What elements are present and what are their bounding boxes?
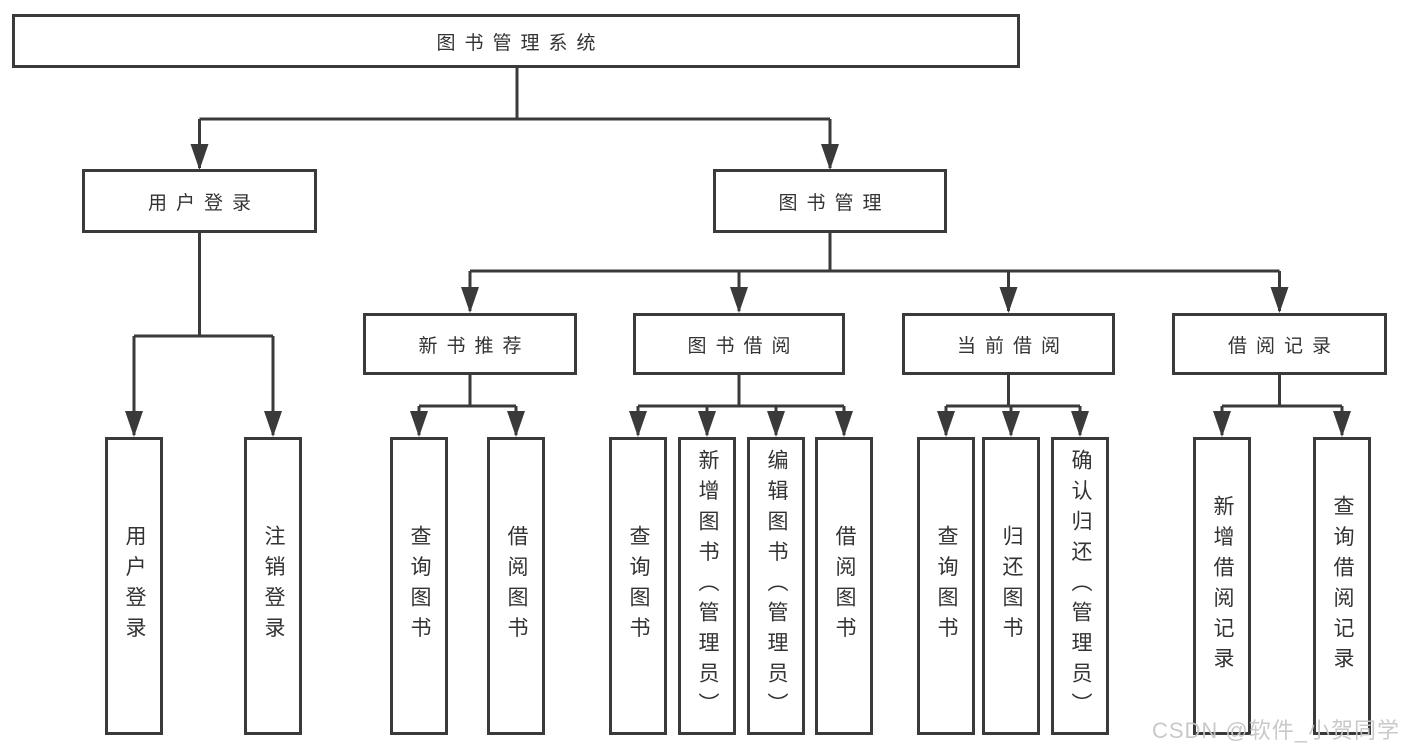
leaf-return-books: 归还图书 [982, 437, 1040, 735]
leaf-borrow-books: 借阅图书 [487, 437, 545, 735]
leaf-borrow-books: 借阅图书 [815, 437, 873, 735]
leaf-label: 归还图书 [1000, 525, 1024, 647]
leaf-label: 用户登录 [123, 525, 147, 647]
leaf-label: 查询图书 [627, 525, 651, 647]
leaf-user-login: 用户登录 [105, 437, 163, 735]
leaf-label: 注销登录 [262, 525, 286, 647]
leaf-edit-books-admin: 编辑图书（管理员） [747, 437, 805, 735]
node-book-management: 图书管理 [713, 169, 947, 233]
arrowhead-icons [125, 144, 1351, 437]
leaf-confirm-return-admin: 确认归还（管理员） [1051, 437, 1109, 735]
leaf-add-books-admin: 新增图书（管理员） [678, 437, 736, 735]
leaf-search-books: 查询图书 [917, 437, 975, 735]
leaf-label: 编辑图书（管理员） [765, 448, 789, 724]
leaf-label: 查询图书 [935, 525, 959, 647]
leaf-label: 借阅图书 [833, 525, 857, 647]
leaf-label: 借阅图书 [505, 525, 529, 647]
leaf-label: 新增图书（管理员） [696, 448, 720, 724]
node-borrowing-records: 借阅记录 [1172, 313, 1387, 375]
leaf-add-borrow-record: 新增借阅记录 [1193, 437, 1251, 735]
node-book-borrowing: 图书借阅 [633, 313, 845, 375]
node-new-book-recommendation: 新书推荐 [363, 313, 577, 375]
leaf-search-books: 查询图书 [609, 437, 667, 735]
leaf-logout: 注销登录 [244, 437, 302, 735]
leaf-search-borrow-record: 查询借阅记录 [1313, 437, 1371, 735]
node-current-borrowing: 当前借阅 [902, 313, 1115, 375]
leaf-label: 新增借阅记录 [1211, 494, 1235, 678]
connector-segments [132, 68, 1344, 435]
node-user-login: 用户登录 [82, 169, 317, 233]
leaf-label: 查询图书 [408, 525, 432, 647]
csdn-watermark: CSDN @软件_小贺同学 [1151, 718, 1400, 743]
leaf-label: 确认归还（管理员） [1069, 448, 1093, 724]
leaf-label: 查询借阅记录 [1331, 494, 1355, 678]
leaf-search-books: 查询图书 [390, 437, 448, 735]
node-library-management-system: 图书管理系统 [12, 14, 1020, 68]
